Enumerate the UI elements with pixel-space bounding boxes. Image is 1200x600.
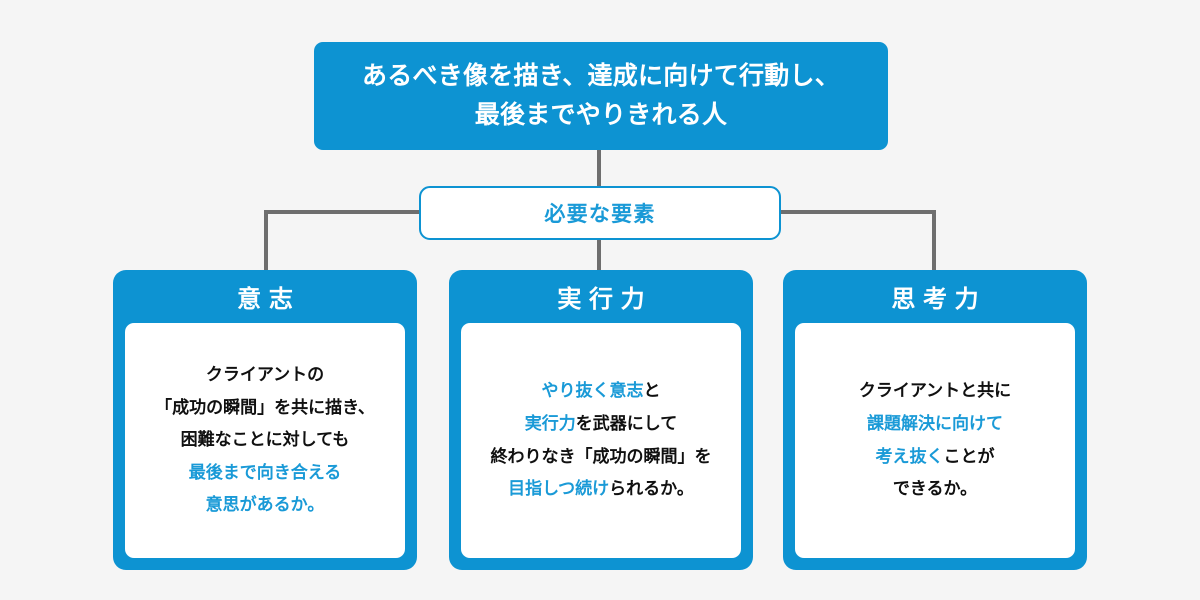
plain-text-run: できるか。 bbox=[892, 479, 978, 499]
plain-text-run: 困難なことに対しても bbox=[180, 430, 350, 450]
column-body-thinking: クライアントと共に課題解決に向けて考え抜くことができるか。 bbox=[795, 323, 1075, 558]
highlighted-text-run: やり抜く意志 bbox=[541, 381, 644, 401]
column-header-execution: 実行力 bbox=[557, 286, 653, 313]
plain-text-run: 「成功の瞬間」を共に描き、 bbox=[155, 397, 375, 417]
highlighted-text-run: 考え抜く bbox=[875, 446, 944, 466]
highlighted-text-run: 最後まで向き合える bbox=[188, 462, 342, 482]
column-body-line: やり抜く意志と bbox=[542, 375, 661, 408]
connector-hero-to-pill bbox=[597, 150, 601, 186]
column-body-line: 課題解決に向けて bbox=[867, 408, 1003, 441]
column-card-execution: 実行力 やり抜く意志と実行力を武器にして終わりなき「成功の瞬間」を目指しつ続けら… bbox=[449, 270, 753, 570]
column-body-line: 目指しつ続けられるか。 bbox=[508, 473, 694, 506]
highlighted-text-run: 実行力 bbox=[524, 413, 576, 433]
plain-text-run: と bbox=[643, 381, 661, 401]
column-body-line: クライアントの bbox=[206, 359, 324, 392]
column-body-line: 「成功の瞬間」を共に描き、 bbox=[155, 392, 375, 425]
column-body-line: 意思があるか。 bbox=[206, 489, 325, 522]
hero-statement-box: あるべき像を描き、達成に向けて行動し、 最後までやりきれる人 bbox=[314, 42, 888, 150]
column-body-line: 考え抜くことが bbox=[876, 441, 995, 474]
column-body-will: クライアントの「成功の瞬間」を共に描き、困難なことに対しても最後まで向き合える意… bbox=[125, 323, 405, 558]
column-body-line: 終わりなき「成功の瞬間」を bbox=[491, 441, 712, 474]
column-body-line: クライアントと共に bbox=[859, 375, 1011, 408]
plain-text-run: クライアントと共に bbox=[858, 381, 1012, 401]
connector-to-right-column bbox=[932, 210, 936, 272]
plain-text-run: クライアントの bbox=[205, 364, 325, 384]
plain-text-run: 終わりなき「成功の瞬間」を bbox=[490, 446, 712, 466]
column-header-will: 意志 bbox=[237, 286, 301, 313]
column-body-line: 実行力を武器にして bbox=[525, 408, 678, 441]
column-body-line: 困難なことに対しても bbox=[181, 424, 350, 457]
hero-statement-line-2: 最後までやりきれる人 bbox=[474, 101, 728, 129]
column-header-thinking: 思考力 bbox=[891, 286, 987, 313]
connector-to-left-column bbox=[264, 210, 268, 272]
needed-elements-label: 必要な要素 bbox=[544, 203, 656, 226]
highlighted-text-run: 意思があるか。 bbox=[205, 495, 325, 515]
needed-elements-box: 必要な要素 bbox=[419, 186, 781, 240]
highlighted-text-run: 目指しつ続け bbox=[508, 479, 610, 499]
column-card-will: 意志 クライアントの「成功の瞬間」を共に描き、困難なことに対しても最後まで向き合… bbox=[113, 270, 417, 570]
column-body-line: 最後まで向き合える bbox=[189, 457, 342, 490]
hero-statement-line-1: あるべき像を描き、達成に向けて行動し、 bbox=[361, 62, 840, 91]
highlighted-text-run: 課題解決に向けて bbox=[867, 413, 1003, 433]
column-card-thinking: 思考力 クライアントと共に課題解決に向けて考え抜くことができるか。 bbox=[783, 270, 1087, 570]
plain-text-run: を武器にして bbox=[575, 413, 678, 433]
connector-pill-to-middle-column bbox=[597, 240, 601, 272]
column-body-line: できるか。 bbox=[893, 473, 977, 506]
plain-text-run: られるか。 bbox=[609, 479, 694, 499]
plain-text-run: ことが bbox=[943, 446, 995, 466]
column-body-execution: やり抜く意志と実行力を武器にして終わりなき「成功の瞬間」を目指しつ続けられるか。 bbox=[461, 323, 741, 558]
